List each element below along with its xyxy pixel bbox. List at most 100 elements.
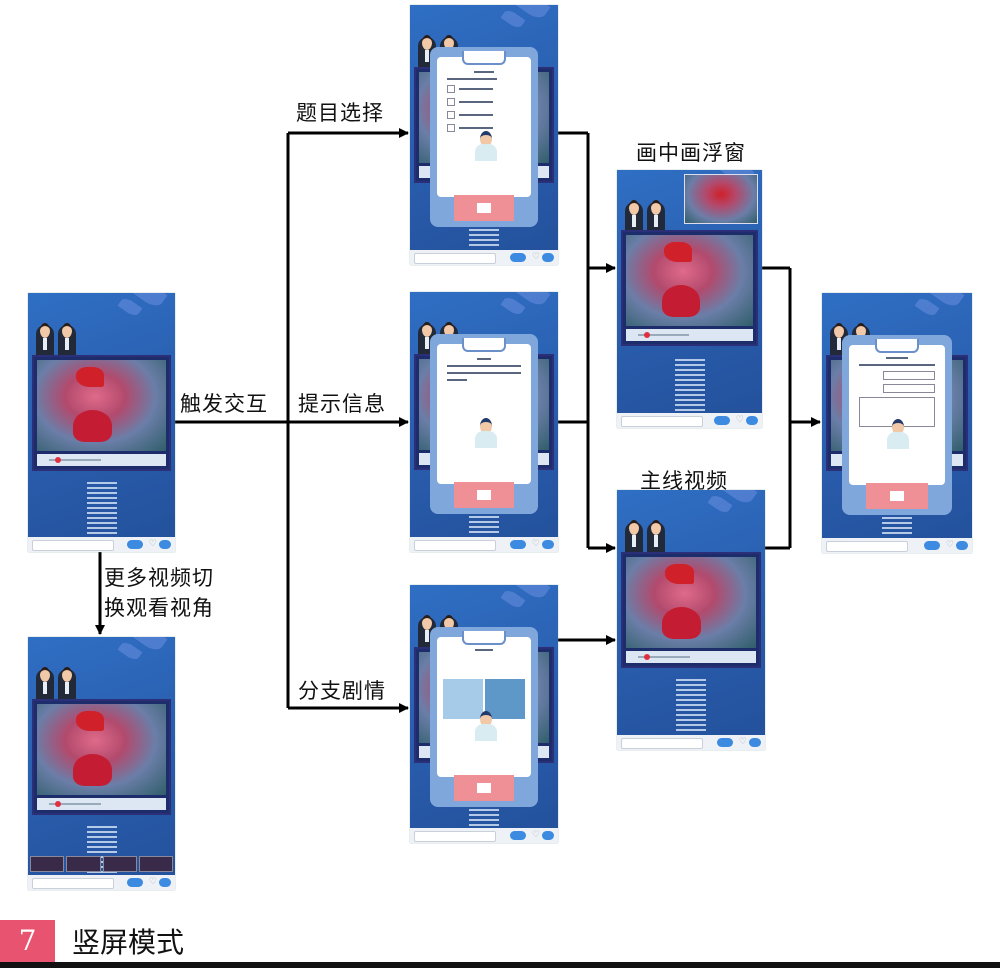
toggle-switch[interactable] (956, 541, 968, 550)
leaf-decoration (707, 492, 733, 516)
heart-icon[interactable]: ♡ (735, 415, 744, 425)
send-button[interactable] (510, 253, 526, 262)
leaf-decoration (500, 294, 526, 318)
comment-input[interactable] (826, 541, 908, 552)
comment-bar: ♡ (822, 538, 972, 553)
answer-option[interactable] (447, 98, 521, 106)
label-hint: 提示信息 (298, 392, 386, 416)
screen-hint-info: ♡ (410, 292, 558, 552)
clipboard-dialog (430, 47, 538, 227)
comment-input[interactable] (414, 540, 496, 551)
video-progress-bar[interactable] (626, 329, 753, 341)
chapter-list (28, 823, 175, 881)
form-field[interactable] (883, 384, 935, 393)
heart-icon[interactable]: ♡ (531, 252, 540, 262)
heart-icon[interactable]: ♡ (945, 540, 954, 550)
form-field[interactable] (883, 371, 935, 380)
toggle-switch[interactable] (159, 540, 171, 549)
screen-question-select: ♡ (410, 5, 558, 265)
screen-main-video: ♡ (28, 293, 175, 552)
video-player[interactable] (32, 355, 171, 471)
video-player[interactable] (32, 699, 171, 815)
screen-multi-angle: ♡ (28, 637, 175, 890)
comment-bar: ♡ (28, 537, 175, 552)
doctor-illustration (474, 418, 497, 448)
video-progress-bar[interactable] (37, 798, 166, 810)
toggle-switch[interactable] (542, 540, 554, 549)
send-button[interactable] (127, 540, 143, 549)
label-trigger: 触发交互 (180, 392, 268, 416)
comment-input[interactable] (32, 878, 114, 889)
heart-icon[interactable]: ♡ (531, 539, 540, 549)
dialog-paper (849, 345, 945, 485)
clipboard-dialog (842, 335, 952, 515)
label-more-angles: 更多视频切 换观看视角 (104, 563, 214, 623)
leaf-decoration (914, 295, 940, 319)
video-player[interactable] (621, 552, 761, 668)
comment-input[interactable] (414, 831, 496, 842)
toggle-switch[interactable] (749, 738, 761, 747)
send-button[interactable] (924, 541, 940, 550)
send-button[interactable] (127, 878, 143, 887)
answer-option[interactable] (447, 111, 521, 119)
send-button[interactable] (717, 738, 733, 747)
branch-option-b[interactable] (485, 679, 525, 719)
comment-input[interactable] (32, 540, 114, 551)
video-frame (37, 360, 166, 451)
answer-option[interactable] (447, 85, 521, 93)
branch-option-a[interactable] (443, 679, 483, 719)
heart-icon[interactable]: ♡ (148, 539, 157, 549)
leaf-decoration (117, 295, 143, 319)
toggle-switch[interactable] (542, 253, 554, 262)
heart-icon[interactable]: ♡ (738, 737, 747, 747)
video-progress-bar[interactable] (626, 651, 756, 663)
screen-mainline-video: ♡ (617, 490, 765, 750)
confirm-button[interactable] (453, 775, 515, 801)
toggle-switch[interactable] (159, 878, 171, 887)
leaf-decoration (117, 639, 143, 663)
floating-pip-window[interactable] (684, 174, 758, 224)
caption-rule (0, 962, 1000, 968)
screen-branch-plot: ♡ (410, 585, 558, 843)
video-player[interactable] (621, 230, 758, 346)
leaf-decoration (500, 7, 526, 31)
angle-thumbnails[interactable] (30, 856, 173, 872)
chapter-list (28, 479, 175, 537)
confirm-button[interactable] (453, 195, 515, 221)
video-frame (626, 235, 753, 326)
heart-icon[interactable]: ♡ (531, 830, 540, 840)
confirm-button[interactable] (453, 482, 515, 508)
toggle-switch[interactable] (542, 831, 554, 840)
confirm-button[interactable] (866, 483, 928, 509)
comment-bar: ♡ (410, 828, 558, 843)
comment-bar: ♡ (617, 735, 765, 750)
presenters-illustration (36, 667, 80, 707)
label-more-angles-line1: 更多视频切 (104, 566, 214, 590)
dialog-paper (437, 57, 531, 197)
presenters-illustration (36, 323, 80, 363)
dialog-paper (437, 344, 531, 484)
toggle-switch[interactable] (746, 416, 758, 425)
label-main-video: 主线视频 (640, 469, 728, 493)
comment-input[interactable] (621, 416, 703, 427)
screen-form-dialog: ♡ (822, 293, 972, 553)
chapter-list (617, 356, 762, 414)
comment-input[interactable] (414, 253, 496, 264)
send-button[interactable] (510, 831, 526, 840)
comment-bar: ♡ (28, 875, 175, 890)
video-frame (37, 704, 166, 795)
send-button[interactable] (510, 540, 526, 549)
answer-option[interactable] (447, 124, 521, 132)
send-button[interactable] (714, 416, 730, 425)
video-progress-bar[interactable] (37, 454, 166, 466)
dialog-paper (437, 637, 531, 777)
presenters-illustration (625, 520, 669, 560)
leaf-decoration (500, 587, 526, 611)
doctor-illustration (887, 419, 910, 449)
comment-input[interactable] (621, 738, 703, 749)
heart-icon[interactable]: ♡ (148, 877, 157, 887)
label-branch: 分支剧情 (298, 679, 386, 703)
figure-caption: 竖屏模式 (72, 926, 185, 959)
doctor-illustration (474, 711, 497, 741)
